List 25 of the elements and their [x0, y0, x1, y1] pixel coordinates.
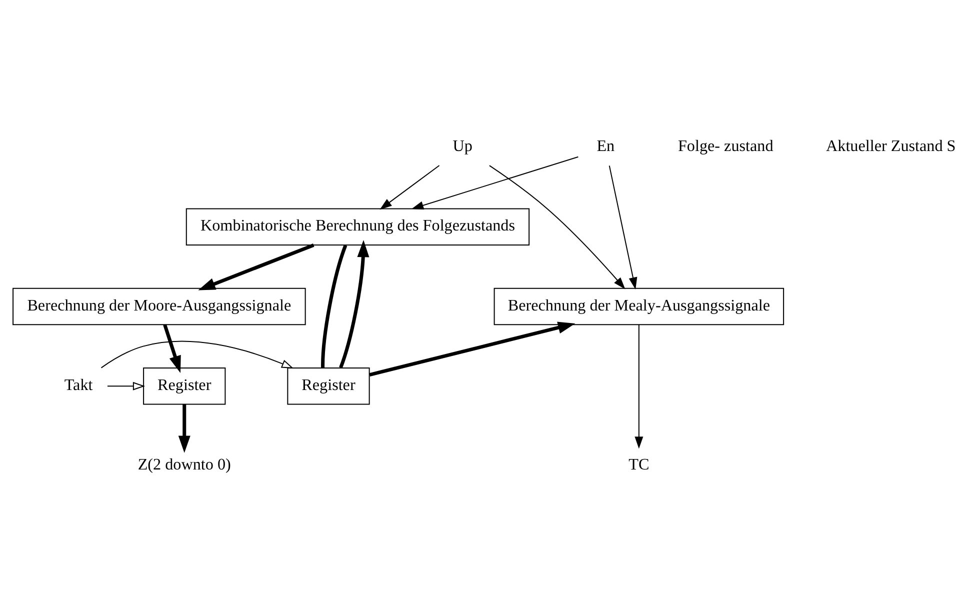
label: Folge- zustand — [677, 138, 773, 156]
arrow — [338, 240, 369, 368]
arrow — [634, 324, 643, 449]
node-text: Z(2 downto 0) — [137, 456, 230, 474]
arrow — [410, 156, 578, 210]
connector — [320, 244, 347, 368]
arrow — [368, 322, 575, 377]
arrow — [198, 243, 314, 290]
arrow — [379, 165, 440, 210]
arrow — [162, 324, 180, 374]
arrow — [488, 165, 625, 290]
arrow — [608, 166, 637, 290]
node-box: Register — [286, 367, 370, 405]
node-box: Berechnung der Moore-Ausgangssignale — [12, 288, 306, 326]
node-text: Takt — [64, 376, 92, 394]
node-text: TC — [628, 456, 649, 474]
label: Aktueller Zustand S — [826, 138, 956, 156]
node-box: Kombinatorische Berechnung des Folgezustands — [185, 208, 530, 246]
node-box: Berechnung der Mealy-Ausgangssignale — [493, 288, 784, 326]
node-box: Register — [142, 367, 226, 405]
arrow — [178, 404, 190, 453]
arrow — [106, 382, 145, 390]
node-text: Up — [452, 138, 472, 156]
node-text: En — [596, 138, 614, 156]
arrow — [100, 340, 294, 369]
